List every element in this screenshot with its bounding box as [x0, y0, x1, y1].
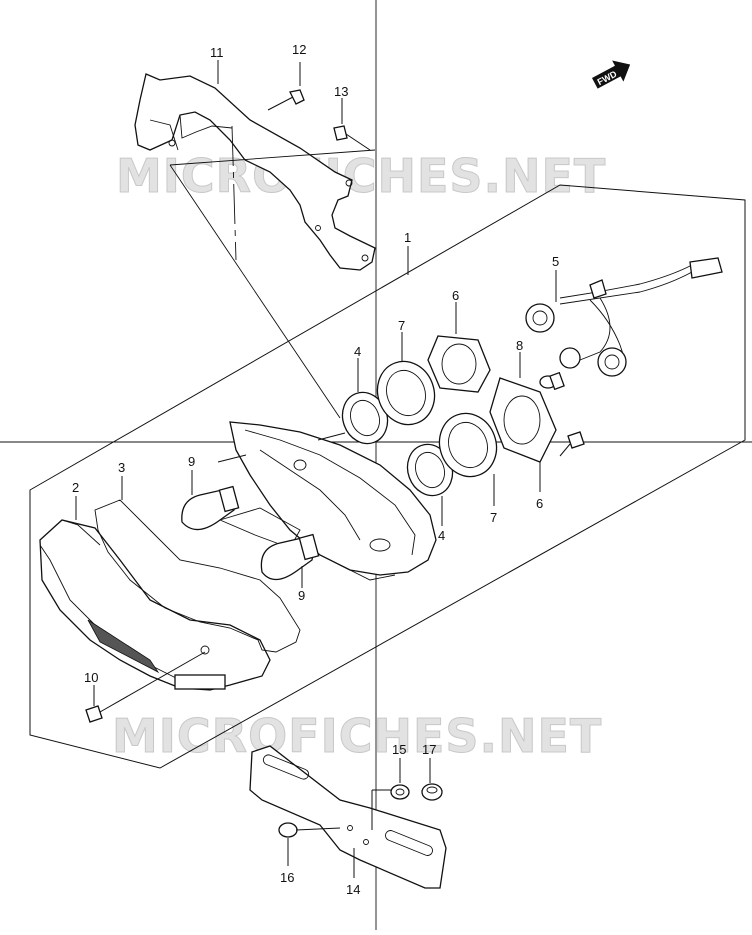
label-3: 3	[118, 460, 125, 475]
label-16: 16	[280, 870, 294, 885]
label-9-upper: 9	[188, 454, 195, 469]
assembly-outline	[29, 184, 746, 769]
gasket-part-3	[94, 499, 301, 653]
label-6-upper: 6	[452, 288, 459, 303]
label-11: 11	[210, 45, 224, 60]
seal-part-6-upper	[427, 335, 491, 393]
fwd-arrow-icon: FWD	[592, 60, 631, 89]
screw-part-10	[85, 651, 206, 723]
screw-part-12	[267, 62, 305, 111]
reflector-ring-part-7-lower	[438, 412, 498, 478]
label-14: 14	[346, 882, 360, 897]
seal-part-6-lower	[489, 377, 557, 463]
reflector-ring-part-7-upper	[376, 360, 436, 426]
label-5: 5	[552, 254, 559, 269]
bulb-part-9-upper	[181, 485, 240, 531]
label-8: 8	[516, 338, 523, 353]
screw-housing-icon	[559, 431, 585, 457]
label-4-upper: 4	[354, 344, 361, 359]
bulb-part-9-lower	[260, 533, 320, 581]
label-15: 15	[392, 742, 406, 757]
label-10: 10	[84, 670, 98, 685]
nut-part-17	[421, 783, 443, 801]
label-17: 17	[422, 742, 436, 757]
label-4-lower: 4	[438, 528, 445, 543]
bracket-part-11	[134, 73, 376, 271]
label-7-lower: 7	[490, 510, 497, 525]
label-2: 2	[72, 480, 79, 495]
wiring-harness-part-5	[525, 257, 723, 377]
label-6-lower: 6	[536, 496, 543, 511]
label-7-upper: 7	[398, 318, 405, 333]
label-9-lower: 9	[298, 588, 305, 603]
housing-part-1	[217, 421, 437, 581]
label-1: 1	[404, 230, 411, 245]
screw-part-13	[333, 100, 371, 151]
bolt-part-16	[278, 822, 341, 866]
watermark-bottom: MICROFICHES.NET	[112, 709, 602, 763]
lens-part-2	[39, 519, 271, 691]
label-12: 12	[292, 42, 306, 57]
washer-part-15	[390, 784, 410, 800]
watermark-top: MICROFICHES.NET	[116, 149, 606, 203]
label-13: 13	[334, 84, 348, 99]
bulb-part-8	[539, 371, 565, 391]
license-bracket-part-14	[249, 745, 447, 889]
